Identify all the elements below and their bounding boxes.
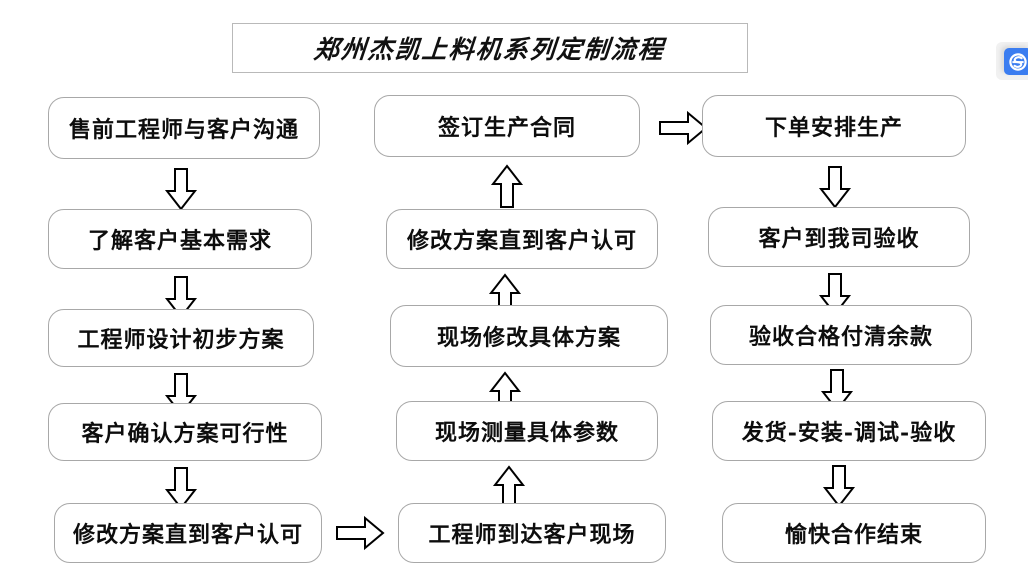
node-customer-confirm-feasibility[interactable]: 客户确认方案可行性 bbox=[48, 403, 322, 461]
node-customer-inspection-at-factory[interactable]: 客户到我司验收 bbox=[708, 207, 970, 267]
node-happy-cooperation-end[interactable]: 愉快合作结束 bbox=[722, 503, 986, 563]
s-logo-icon bbox=[1009, 52, 1027, 71]
node-label: 客户确认方案可行性 bbox=[81, 421, 289, 447]
node-revise-until-approved-middle[interactable]: 修改方案直到客户认可 bbox=[386, 209, 658, 269]
node-label: 工程师到达客户现场 bbox=[428, 522, 636, 548]
page-title-box: 郑州杰凯上料机系列定制流程 bbox=[232, 23, 748, 73]
arrow-down-icon bbox=[822, 464, 856, 508]
arrow-down-icon bbox=[164, 167, 198, 211]
node-label: 现场修改具体方案 bbox=[436, 325, 621, 351]
node-understand-customer-needs[interactable]: 了解客户基本需求 bbox=[48, 209, 312, 269]
node-label: 愉快合作结束 bbox=[784, 522, 923, 548]
node-label: 客户到我司验收 bbox=[758, 226, 920, 252]
node-engineer-initial-design[interactable]: 工程师设计初步方案 bbox=[48, 309, 314, 367]
node-pay-balance-after-acceptance[interactable]: 验收合格付清余款 bbox=[710, 305, 972, 365]
node-sales-engineer-communication[interactable]: 售前工程师与客户沟通 bbox=[48, 97, 320, 159]
arrow-right-icon bbox=[335, 515, 385, 551]
node-label: 工程师设计初步方案 bbox=[77, 327, 285, 353]
node-label: 发货-安装-调试-验收 bbox=[741, 420, 957, 446]
arrow-down-icon bbox=[164, 466, 198, 510]
node-label: 修改方案直到客户认可 bbox=[72, 522, 303, 548]
node-onsite-revise-plan[interactable]: 现场修改具体方案 bbox=[390, 305, 668, 367]
node-label: 签订生产合同 bbox=[437, 115, 576, 141]
node-sign-production-contract[interactable]: 签订生产合同 bbox=[374, 95, 640, 157]
node-ship-install-commission-accept[interactable]: 发货-安装-调试-验收 bbox=[712, 401, 986, 461]
node-label: 现场测量具体参数 bbox=[434, 420, 619, 446]
node-onsite-measure-parameters[interactable]: 现场测量具体参数 bbox=[396, 401, 658, 461]
arrow-down-icon bbox=[164, 275, 198, 319]
arrow-right-icon bbox=[658, 110, 708, 146]
node-engineer-arrives-onsite[interactable]: 工程师到达客户现场 bbox=[398, 503, 666, 563]
page-title: 郑州杰凯上料机系列定制流程 bbox=[313, 35, 667, 64]
node-label: 下单安排生产 bbox=[764, 115, 903, 141]
node-revise-until-approved-left[interactable]: 修改方案直到客户认可 bbox=[54, 503, 322, 563]
s-logo-badge[interactable] bbox=[1004, 48, 1028, 75]
node-label: 修改方案直到客户认可 bbox=[406, 228, 637, 254]
node-place-order-schedule-production[interactable]: 下单安排生产 bbox=[702, 95, 966, 157]
arrow-down-icon bbox=[818, 165, 852, 209]
node-label: 验收合格付清余款 bbox=[748, 324, 933, 350]
arrow-up-icon bbox=[490, 163, 524, 209]
node-label: 售前工程师与客户沟通 bbox=[68, 117, 299, 143]
node-label: 了解客户基本需求 bbox=[87, 228, 272, 254]
